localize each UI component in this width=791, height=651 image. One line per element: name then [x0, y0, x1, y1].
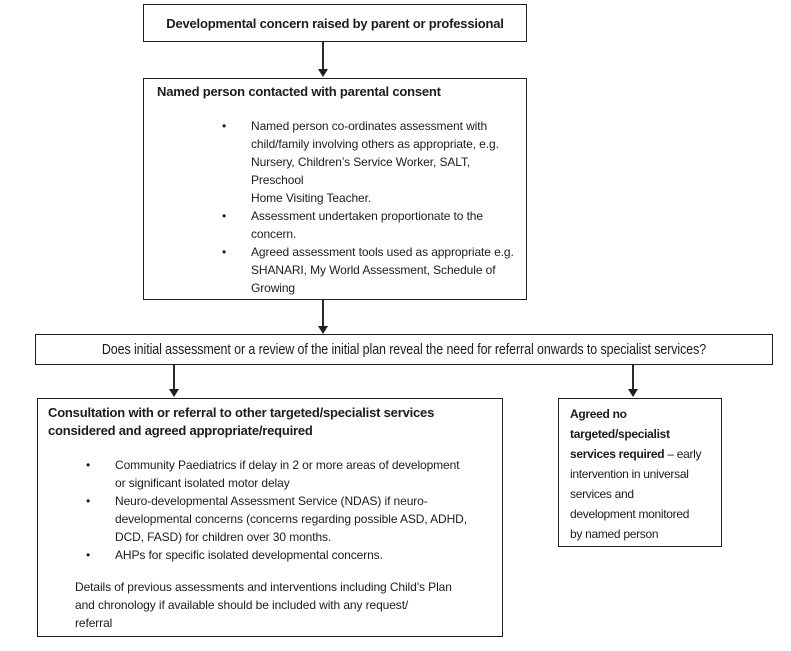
- arrowhead-down-icon: [628, 389, 638, 397]
- consultation-bullet-list: Community Paediatrics if delay in 2 or m…: [48, 456, 496, 564]
- no-specialist-box: Agreed no targeted/specialist services r…: [558, 398, 722, 547]
- bullet-item: Community Paediatrics if delay in 2 or m…: [48, 456, 496, 492]
- arrow-stem: [173, 365, 175, 389]
- bullet-item: Assessment undertaken proportionate to t…: [157, 207, 520, 243]
- no-specialist-regular-text: – early intervention in universal servic…: [570, 447, 702, 541]
- no-specialist-box-text: Agreed no targeted/specialist services r…: [570, 404, 719, 544]
- no-specialist-bold-text: Agreed no targeted/specialist services r…: [570, 407, 670, 461]
- question-box: Does initial assessment or a review of t…: [35, 334, 773, 365]
- bullet-item: Named person co-ordinates assessment wit…: [157, 117, 520, 207]
- arrow-stem: [632, 365, 634, 389]
- arrowhead-down-icon: [318, 326, 328, 334]
- arrow-stem: [322, 300, 324, 326]
- named-person-box: Named person contacted with parental con…: [143, 78, 527, 300]
- consultation-box-note: Details of previous assessments and inte…: [75, 580, 452, 630]
- consultation-box: Consultation with or referral to other t…: [37, 398, 503, 637]
- concern-box: Developmental concern raised by parent o…: [143, 4, 527, 42]
- arrowhead-down-icon: [318, 69, 328, 77]
- concern-box-title: Developmental concern raised by parent o…: [166, 15, 504, 31]
- bullet-item: AHPs for specific isolated developmental…: [48, 546, 496, 564]
- bullet-item: Neuro-developmental Assessment Service (…: [48, 492, 496, 546]
- named-person-bullet-list: Named person co-ordinates assessment wit…: [157, 117, 520, 299]
- consultation-box-title: Consultation with or referral to other t…: [48, 405, 435, 438]
- named-person-box-title: Named person contacted with parental con…: [157, 84, 441, 99]
- question-text: Does initial assessment or a review of t…: [101, 341, 707, 358]
- arrow-stem: [322, 42, 324, 70]
- arrowhead-down-icon: [169, 389, 179, 397]
- bullet-item: Agreed assessment tools used as appropri…: [157, 243, 520, 299]
